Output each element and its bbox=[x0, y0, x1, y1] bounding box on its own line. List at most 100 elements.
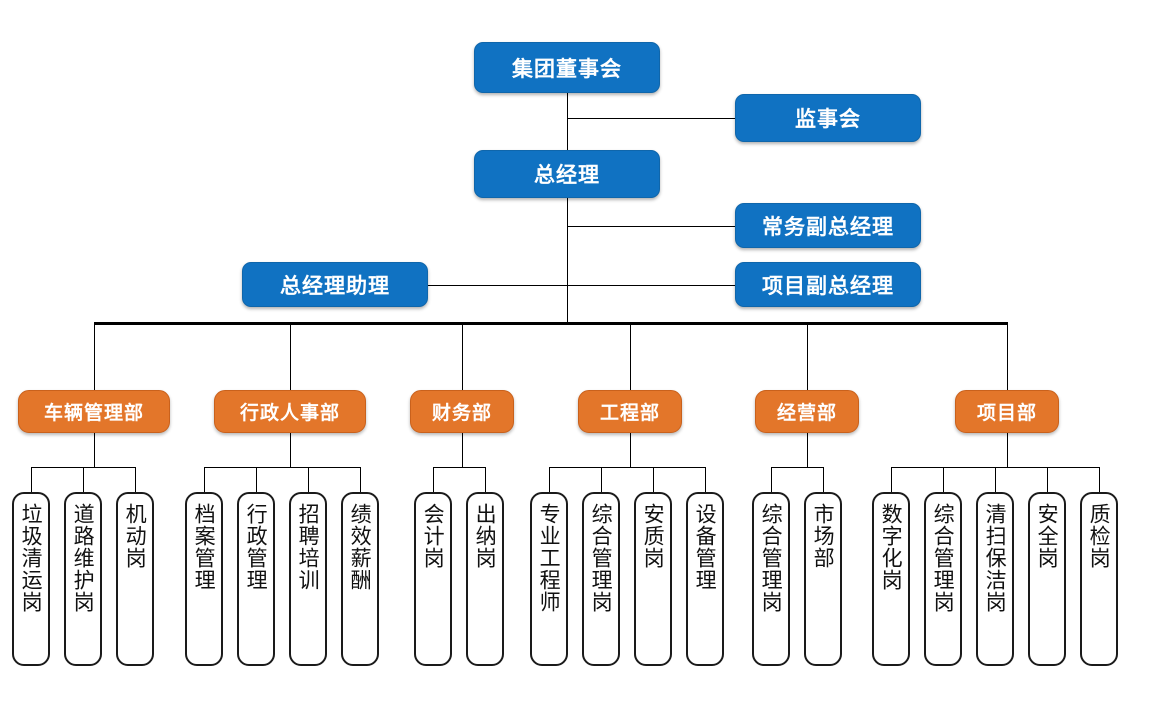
position-node[interactable]: 行政管理 bbox=[237, 492, 275, 666]
exec-node-general-manager[interactable]: 总经理 bbox=[474, 150, 660, 198]
connector-vertical bbox=[135, 467, 136, 492]
position-label: 招聘培训 bbox=[296, 503, 321, 591]
position-node[interactable]: 数字化岗 bbox=[872, 492, 910, 666]
position-label: 综合管理岗 bbox=[759, 503, 784, 613]
position-label: 机动岗 bbox=[123, 503, 148, 569]
connector-horizontal bbox=[433, 467, 485, 468]
position-node[interactable]: 清扫保洁岗 bbox=[976, 492, 1014, 666]
department-label: 项目部 bbox=[976, 403, 1037, 424]
connector-vertical bbox=[290, 433, 291, 467]
position-node[interactable]: 招聘培训 bbox=[289, 492, 327, 666]
exec-node-executive-vice-gm[interactable]: 常务副总经理 bbox=[735, 203, 921, 248]
connector-vertical bbox=[943, 467, 944, 492]
position-node[interactable]: 安全岗 bbox=[1028, 492, 1066, 666]
exec-node-supervisory[interactable]: 监事会 bbox=[735, 94, 921, 142]
position-label: 清扫保洁岗 bbox=[983, 503, 1008, 613]
connector-vertical bbox=[360, 467, 361, 492]
connector-horizontal bbox=[567, 118, 735, 119]
position-node[interactable]: 综合管理岗 bbox=[924, 492, 962, 666]
position-label: 市场部 bbox=[811, 503, 836, 569]
connector-vertical bbox=[433, 467, 434, 492]
connector-vertical bbox=[567, 198, 568, 322]
position-label: 垃圾清运岗 bbox=[19, 503, 44, 613]
exec-node-project-vice-gm[interactable]: 项目副总经理 bbox=[735, 262, 921, 307]
connector-vertical bbox=[308, 467, 309, 492]
position-label: 数字化岗 bbox=[879, 503, 904, 591]
connector-horizontal bbox=[204, 467, 360, 468]
connector-horizontal bbox=[549, 467, 705, 468]
department-label: 车辆管理部 bbox=[43, 403, 144, 424]
department-node-admin-hr[interactable]: 行政人事部 bbox=[214, 390, 366, 433]
connector-vertical bbox=[204, 467, 205, 492]
connector-vertical bbox=[1007, 433, 1008, 467]
department-label: 经营部 bbox=[776, 403, 837, 424]
position-node[interactable]: 专业工程师 bbox=[530, 492, 568, 666]
connector-vertical bbox=[31, 467, 32, 492]
department-node-project[interactable]: 项目部 bbox=[955, 390, 1059, 433]
department-label: 工程部 bbox=[599, 403, 660, 424]
department-node-finance[interactable]: 财务部 bbox=[410, 390, 514, 433]
connector-vertical bbox=[705, 467, 706, 492]
connector-vertical bbox=[653, 467, 654, 492]
exec-node-gm-assistant[interactable]: 总经理助理 bbox=[242, 262, 428, 307]
department-label: 行政人事部 bbox=[239, 403, 340, 424]
connector-vertical bbox=[601, 467, 602, 492]
position-node[interactable]: 会计岗 bbox=[414, 492, 452, 666]
connector-horizontal bbox=[567, 225, 735, 227]
department-node-vehicle[interactable]: 车辆管理部 bbox=[18, 390, 170, 433]
position-node[interactable]: 机动岗 bbox=[116, 492, 154, 666]
position-node[interactable]: 安质岗 bbox=[634, 492, 672, 666]
position-node[interactable]: 绩效薪酬 bbox=[341, 492, 379, 666]
exec-node-label: 总经理 bbox=[534, 164, 600, 187]
connector-vertical bbox=[549, 467, 550, 492]
position-node[interactable]: 道路维护岗 bbox=[64, 492, 102, 666]
connector-vertical bbox=[807, 433, 808, 467]
connector-vertical bbox=[630, 433, 631, 467]
department-label: 财务部 bbox=[431, 403, 492, 424]
exec-node-label: 监事会 bbox=[795, 108, 861, 131]
connector-vertical bbox=[290, 322, 291, 390]
connector-horizontal bbox=[94, 322, 1007, 325]
department-node-engineering[interactable]: 工程部 bbox=[578, 390, 682, 433]
exec-node-label: 项目副总经理 bbox=[762, 274, 894, 298]
position-label: 绩效薪酬 bbox=[348, 503, 373, 591]
position-node[interactable]: 质检岗 bbox=[1080, 492, 1118, 666]
connector-vertical bbox=[771, 467, 772, 492]
position-node[interactable]: 综合管理岗 bbox=[752, 492, 790, 666]
position-node[interactable]: 档案管理 bbox=[185, 492, 223, 666]
exec-node-board[interactable]: 集团董事会 bbox=[474, 42, 660, 93]
position-node[interactable]: 综合管理岗 bbox=[582, 492, 620, 666]
position-label: 设备管理 bbox=[693, 503, 718, 591]
department-node-operations[interactable]: 经营部 bbox=[755, 390, 859, 433]
position-label: 综合管理岗 bbox=[589, 503, 614, 613]
position-label: 质检岗 bbox=[1087, 503, 1112, 569]
connector-vertical bbox=[485, 467, 486, 492]
connector-vertical bbox=[83, 467, 84, 492]
position-node[interactable]: 市场部 bbox=[804, 492, 842, 666]
connector-vertical bbox=[1007, 322, 1008, 390]
connector-vertical bbox=[807, 322, 808, 390]
connector-vertical bbox=[462, 322, 463, 390]
connector-vertical bbox=[462, 433, 463, 467]
connector-vertical bbox=[94, 433, 95, 467]
position-node[interactable]: 出纳岗 bbox=[466, 492, 504, 666]
exec-node-label: 常务副总经理 bbox=[762, 215, 894, 239]
exec-node-label: 集团董事会 bbox=[512, 57, 622, 81]
connector-vertical bbox=[94, 322, 95, 390]
position-node[interactable]: 设备管理 bbox=[686, 492, 724, 666]
position-label: 档案管理 bbox=[192, 503, 217, 591]
exec-node-label: 总经理助理 bbox=[280, 274, 390, 298]
connector-horizontal bbox=[428, 284, 735, 286]
connector-vertical bbox=[256, 467, 257, 492]
position-label: 综合管理岗 bbox=[931, 503, 956, 613]
connector-vertical bbox=[891, 467, 892, 492]
position-label: 行政管理 bbox=[244, 503, 269, 591]
connector-vertical bbox=[1099, 467, 1100, 492]
connector-vertical bbox=[995, 467, 996, 492]
connector-vertical bbox=[630, 322, 631, 390]
position-node[interactable]: 垃圾清运岗 bbox=[12, 492, 50, 666]
position-label: 出纳岗 bbox=[473, 503, 498, 569]
position-label: 安全岗 bbox=[1035, 503, 1060, 569]
connector-vertical bbox=[1047, 467, 1048, 492]
